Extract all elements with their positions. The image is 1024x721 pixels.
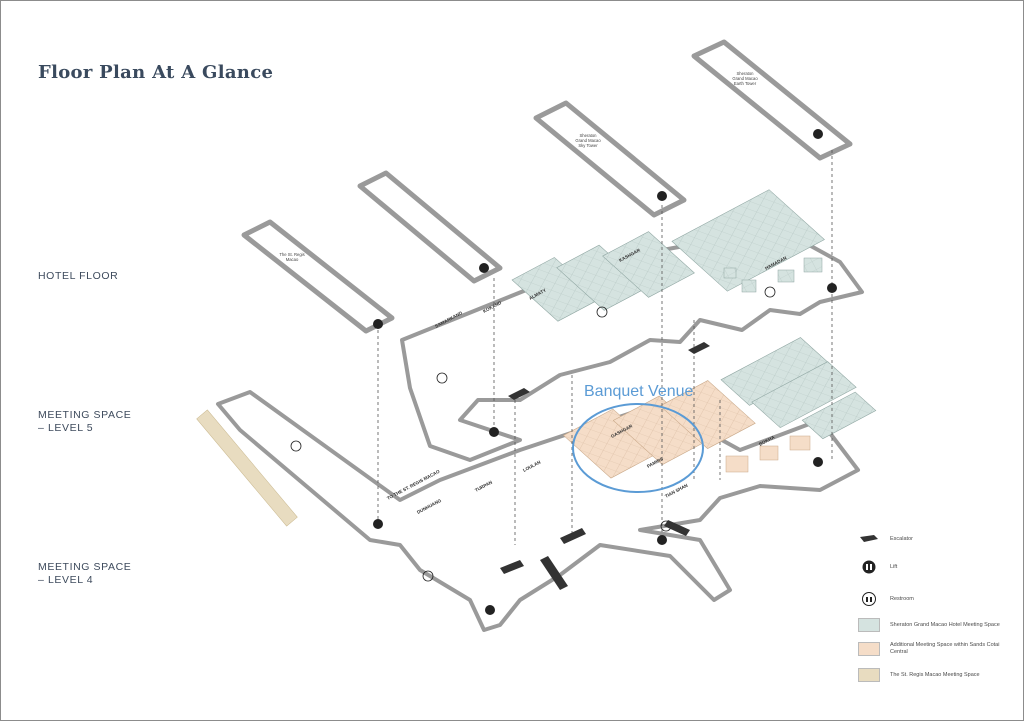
label-meeting-level-5-line1: MEETING SPACE [38,409,132,421]
banquet-venue-annotation: Banquet Venue [572,383,704,493]
legend-st-regis-label: The St. Regis Macao Meeting Space [890,671,980,678]
label-hotel-floor: HOTEL FLOOR [38,270,118,283]
label-meeting-level-5-line2: – LEVEL 5 [38,422,94,434]
label-meeting-level-4-line2: – LEVEL 4 [38,574,94,586]
swatch-st-regis [858,668,880,682]
swatch-additional [858,642,880,656]
escalator-icon [858,532,880,546]
level-5-floor: SAMARKAND KOKAND ALMATY KASHGAR HAMADAN [400,189,864,462]
legend-escalator-label: Escalator [890,535,913,542]
label-meeting-level-4: MEETING SPACE – LEVEL 4 [38,561,131,587]
legend-sheraton-label: Sheraton Grand Macao Hotel Meeting Space [890,621,1000,628]
level-4-floor: GASHGAR PAMIRS TIAN SHAN BOKHA TURPAN LO… [196,337,877,632]
legend-restroom-label: Restroom [890,595,914,602]
legend-additional: Additional Meeting Space within Sands Co… [858,642,1000,656]
legend-st-regis: The St. Regis Macao Meeting Space [858,668,1000,682]
page-title: Floor Plan At A Glance [38,62,274,83]
banquet-venue-label: Banquet Venue [584,383,694,400]
restroom-icons [290,286,776,582]
legend-sheraton: Sheraton Grand Macao Hotel Meeting Space [858,618,1000,632]
vertical-connectors [377,150,833,545]
lift-icon [858,560,880,574]
swatch-sheraton [858,618,880,632]
legend-escalator: Escalator [858,532,1000,546]
tower-middle [357,170,503,284]
label-hotel-floor-text: HOTEL FLOOR [38,270,119,282]
legend-restroom: Restroom [858,592,1000,606]
legend-lift-label: Lift [890,563,898,570]
label-meeting-level-5: MEETING SPACE – LEVEL 5 [38,409,131,435]
restroom-icon [858,592,880,606]
lift-icons [373,129,837,615]
legend-additional-label: Additional Meeting Space within Sands Co… [890,642,1000,655]
legend-lift: Lift [858,560,1000,574]
escalators [500,342,710,590]
label-meeting-level-4-line1: MEETING SPACE [38,561,132,573]
